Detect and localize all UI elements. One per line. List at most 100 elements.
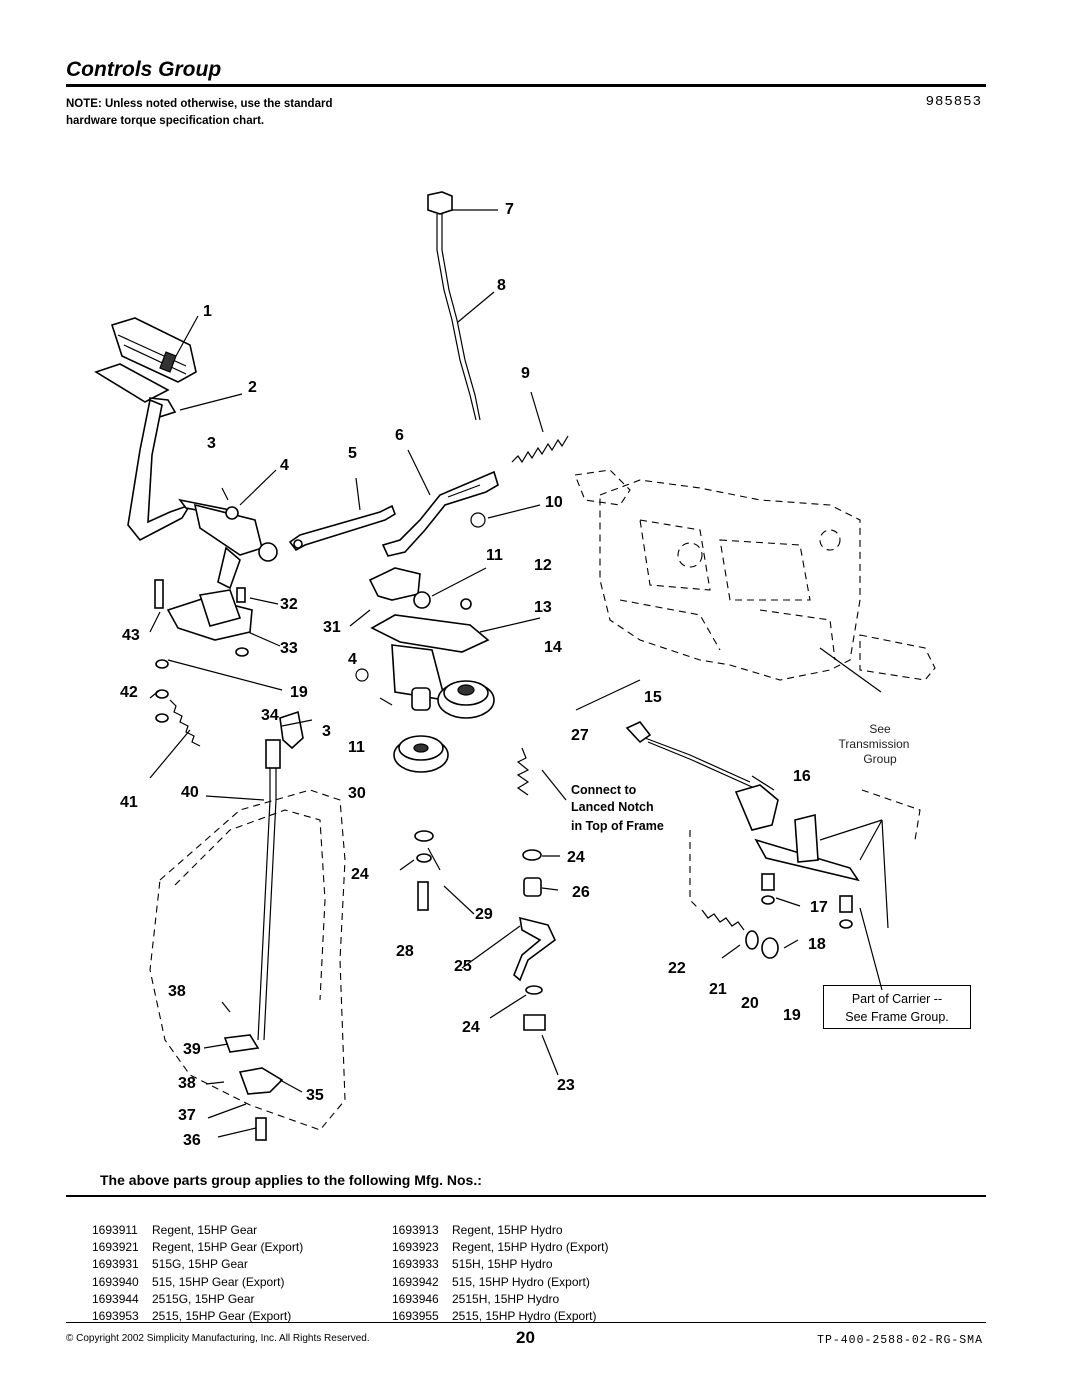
applies-heading: The above parts group applies to the fol… (100, 1172, 482, 1188)
callout-38b: 38 (178, 1075, 196, 1092)
callout-43: 43 (122, 627, 140, 644)
carrier-note-line-1: Part of Carrier -- (851, 992, 943, 1006)
callout-24c: 24 (462, 1019, 480, 1036)
page-number: 20 (516, 1328, 535, 1347)
title-rule (66, 84, 986, 87)
callout-20: 20 (741, 995, 759, 1012)
callout-13: 13 (534, 599, 552, 616)
callout-9: 9 (521, 365, 530, 382)
see-transmission-note: See Transmission Group (839, 722, 910, 766)
callout-3: 3 (207, 435, 216, 452)
callout-4: 4 (280, 457, 289, 474)
callout-1: 1 (203, 303, 212, 320)
callout-31: 31 (323, 619, 341, 636)
copyright-notice: © Copyright 2002 Simplicity Manufacturin… (66, 1333, 370, 1344)
callout-23: 23 (557, 1077, 575, 1094)
connect-note: Connect to Lanced Notch in Top of Frame (571, 783, 664, 833)
idler-bracket (355, 567, 490, 706)
svg-text:Connect to: Connect to (571, 783, 637, 797)
callout-numbers: 1 2 3 4 5 6 7 8 9 10 11 11 12 13 14 15 1… (120, 201, 828, 1149)
applies-rule (66, 1195, 986, 1197)
callout-24a: 24 (351, 866, 369, 883)
washer-10 (470, 512, 486, 528)
callout-4b: 4 (348, 651, 357, 668)
callout-11b: 11 (348, 739, 365, 756)
transmission-linkage (625, 721, 921, 959)
carrier-note-box: Part of Carrier -- See Frame Group. (823, 985, 971, 1029)
parts-diagram: 1 2 3 4 5 6 7 8 9 10 11 11 12 13 14 15 1… (94, 191, 936, 1149)
diagram-part-number: 985853 (925, 94, 982, 110)
callout-14: 14 (544, 639, 562, 656)
callout-8: 8 (497, 277, 506, 294)
transmission-outline (574, 469, 936, 681)
callout-10: 10 (545, 494, 563, 511)
cotter-pin-3 (221, 487, 229, 501)
pedal-bracket (154, 579, 304, 750)
seat-outline (149, 739, 346, 1141)
callout-39: 39 (183, 1041, 201, 1058)
page-title: Controls Group (66, 58, 222, 81)
callout-33: 33 (280, 640, 298, 657)
callout-32: 32 (280, 596, 298, 613)
control-rod (288, 504, 396, 552)
callout-35: 35 (306, 1087, 324, 1104)
callout-11a: 11 (486, 547, 503, 564)
spring-9 (511, 435, 569, 464)
callout-3b: 3 (322, 723, 331, 740)
callout-5: 5 (348, 445, 357, 462)
callout-12: 12 (534, 557, 552, 574)
callout-37: 37 (178, 1107, 196, 1124)
callout-16: 16 (793, 768, 811, 785)
callout-28: 28 (396, 943, 414, 960)
svg-text:in Top of Frame: in Top of Frame (571, 819, 664, 833)
callout-21: 21 (709, 981, 727, 998)
svg-text:Lanced Notch: Lanced Notch (571, 800, 654, 814)
callout-2: 2 (248, 379, 257, 396)
callout-30: 30 (348, 785, 366, 802)
torque-note: NOTE: Unless noted otherwise, use the st… (66, 98, 333, 127)
callout-27: 27 (571, 727, 589, 744)
pulleys (393, 680, 495, 773)
callout-25: 25 (454, 958, 472, 975)
svg-text:Transmission: Transmission (839, 737, 910, 751)
shift-lever (381, 191, 499, 557)
footer-rule (66, 1322, 986, 1323)
callout-40: 40 (181, 784, 199, 801)
svg-text:See: See (869, 722, 891, 736)
callout-17: 17 (810, 899, 828, 916)
rod-end (293, 539, 303, 549)
callout-19a: 19 (290, 684, 308, 701)
callout-42: 42 (120, 684, 138, 701)
spring-27 (516, 747, 530, 796)
callout-24b: 24 (567, 849, 585, 866)
callout-29: 29 (475, 906, 493, 923)
callout-7: 7 (505, 201, 514, 218)
brake-pedal (94, 317, 278, 590)
callout-6: 6 (395, 427, 404, 444)
callout-41: 41 (120, 794, 138, 811)
callout-36: 36 (183, 1132, 201, 1149)
carrier-note-line-2: See Frame Group. (845, 1010, 949, 1024)
leader-lines (149, 209, 889, 1138)
svg-text:Group: Group (863, 752, 897, 766)
callout-22: 22 (668, 960, 686, 977)
lower-hardware (414, 830, 557, 1031)
callout-19b: 19 (783, 1007, 801, 1024)
callout-26: 26 (572, 884, 590, 901)
callout-38a: 38 (168, 983, 186, 1000)
callout-34: 34 (261, 707, 279, 724)
